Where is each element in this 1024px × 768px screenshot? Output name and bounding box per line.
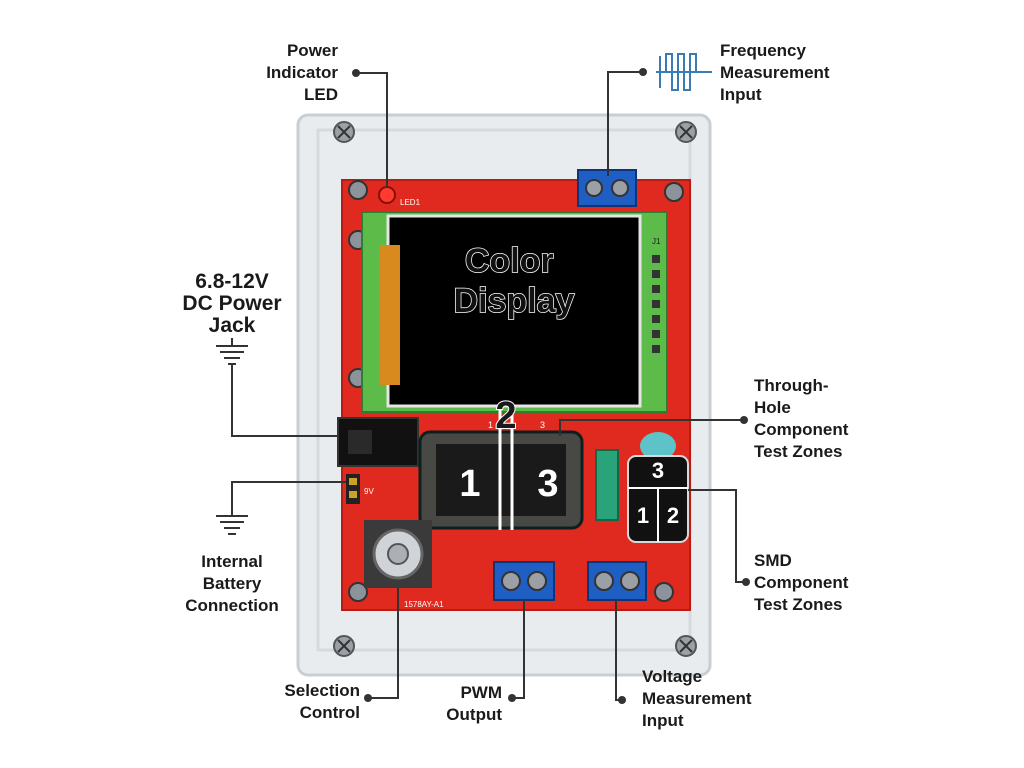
lcd-flex-cable <box>380 245 400 385</box>
frequency-waveform-icon <box>656 53 712 91</box>
lcd-header-pins <box>652 255 660 353</box>
zif-small-1-silkscreen: 1 <box>488 420 493 430</box>
pwm-output-label: PWM Output <box>446 683 502 724</box>
board-silkscreen: 1578AY-A1 <box>404 600 444 609</box>
power-led-label: Power Indicator LED <box>266 41 338 104</box>
zif-small-3-silkscreen: 3 <box>540 420 545 430</box>
dc-power-jack-label: 6.8-12V DC Power Jack <box>182 270 282 337</box>
zif-pin-1-label: 1 <box>459 463 480 505</box>
display-label: Color Display <box>454 242 575 320</box>
test-capacitor <box>595 449 619 521</box>
ground-icon <box>216 515 248 535</box>
led-silkscreen: LED1 <box>400 198 421 207</box>
frequency-input-label: Frequency Measurement Input <box>720 41 830 104</box>
internal-battery-label: Internal Battery Connection <box>185 552 279 615</box>
smd-zones-label: SMD Component Test Zones <box>754 551 849 614</box>
pcb-mount-screws <box>348 180 684 602</box>
smd-pin-3-label: 3 <box>652 458 664 483</box>
smd-pin-2-label: 2 <box>667 503 679 528</box>
battery-silkscreen: 9V <box>364 487 374 496</box>
battery-connector <box>346 474 360 504</box>
voltage-input-label: Voltage Measurement Input <box>642 667 752 730</box>
selection-control-label: Selection Control <box>284 681 360 722</box>
probe-cap <box>640 432 676 460</box>
through-hole-label: Through- Hole Component Test Zones <box>754 376 849 461</box>
smd-pin-1-label: 1 <box>637 503 649 528</box>
voltage-terminal-block <box>587 561 647 601</box>
enclosure-screws <box>333 121 697 657</box>
lcd-header-silkscreen: J1 <box>652 237 661 246</box>
power-led <box>378 186 396 204</box>
color-display <box>386 214 642 408</box>
selection-knob-center <box>387 543 409 565</box>
ground-icon <box>216 338 248 365</box>
pwm-terminal-block <box>493 561 555 601</box>
zif-pin-3-label: 3 <box>537 463 558 505</box>
leader-dots <box>352 68 750 704</box>
dc-jack-opening <box>348 430 372 454</box>
zif-pin-2-label: 2 <box>495 395 516 437</box>
